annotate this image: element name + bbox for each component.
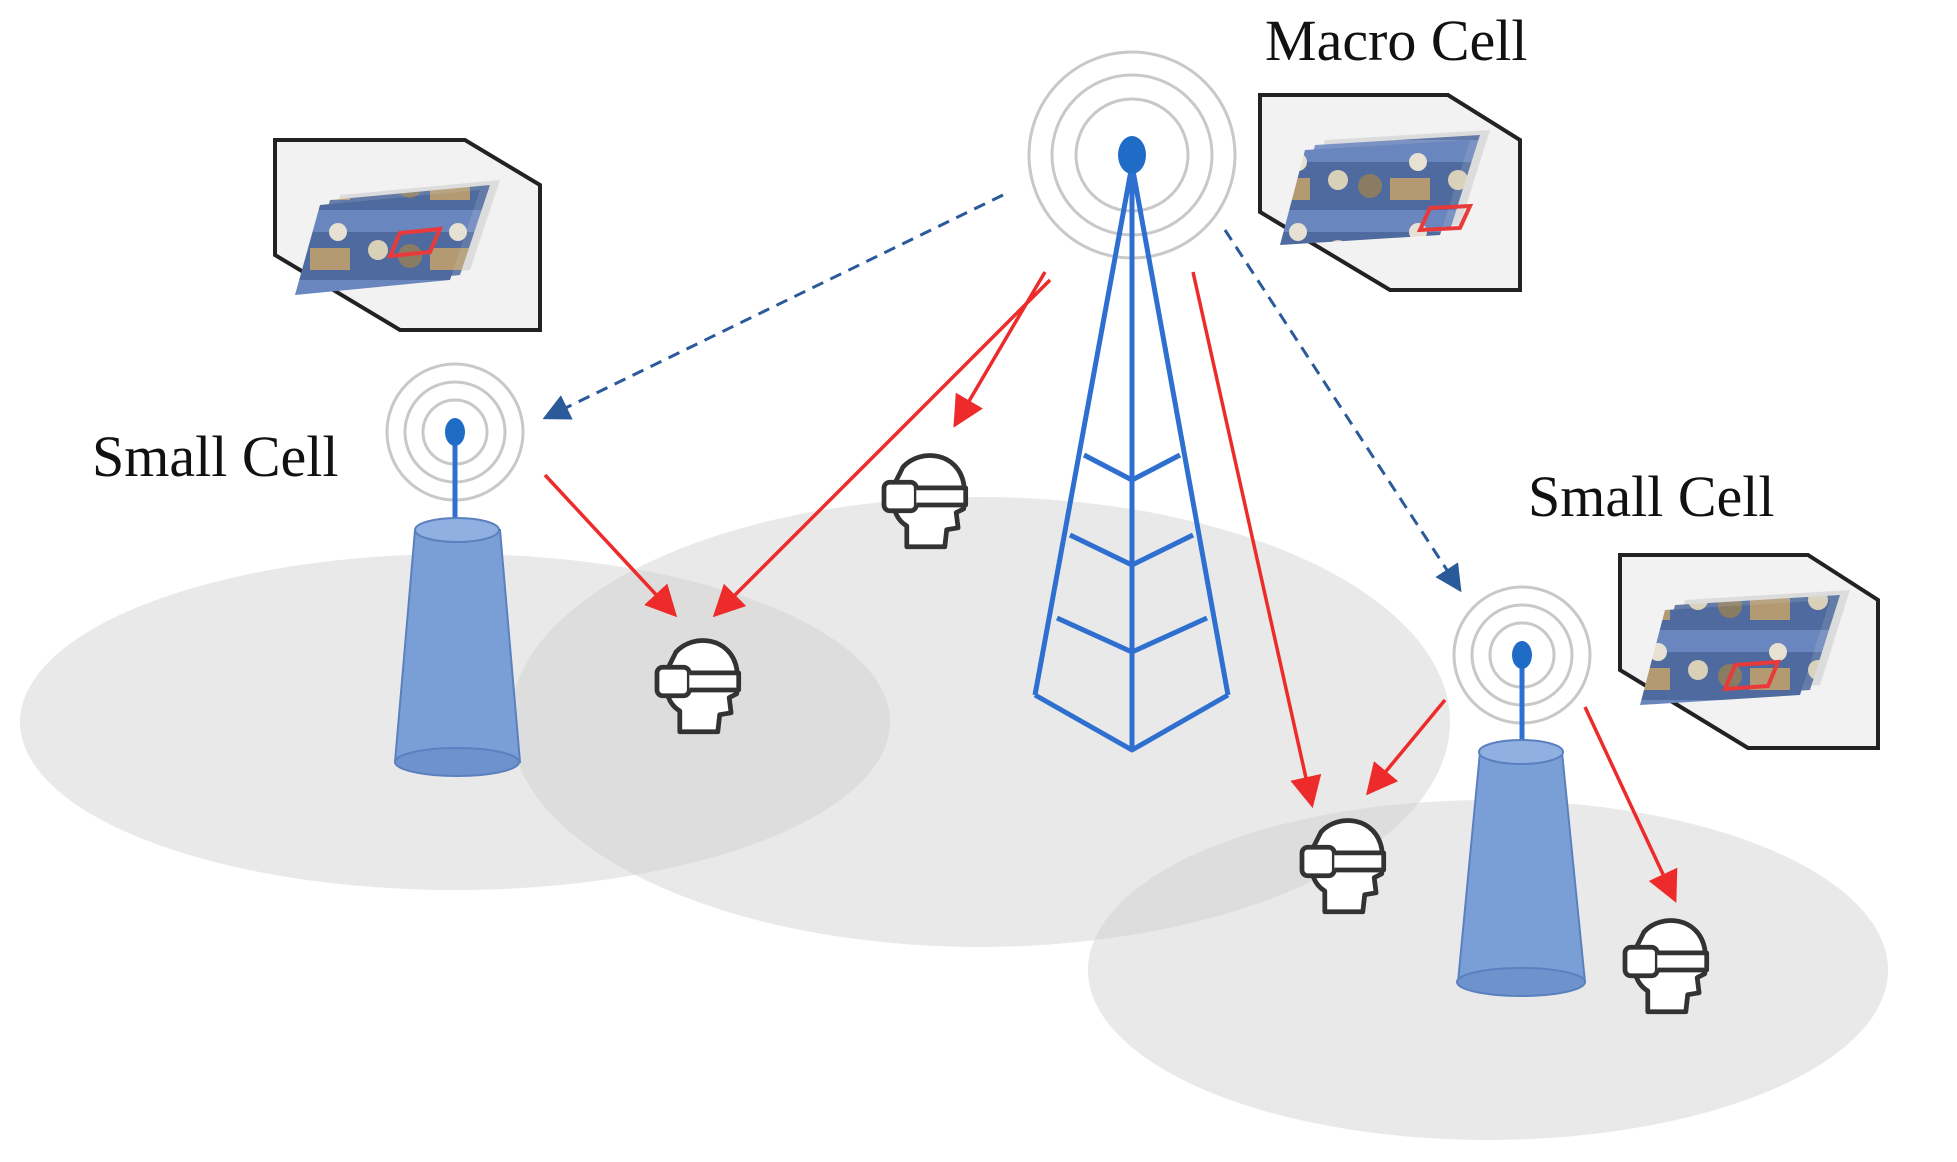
cache-box-left — [273, 138, 542, 332]
link-small-right-to-user-3 — [1365, 698, 1447, 796]
macro-cell-tower — [1027, 50, 1237, 753]
small-cell-left — [385, 362, 525, 777]
small-cell-left-label: Small Cell — [92, 424, 339, 489]
small-cell-right-label: Small Cell — [1528, 464, 1775, 529]
small-cell-right — [1452, 585, 1592, 997]
macro-cell-label: Macro Cell — [1265, 8, 1528, 73]
wireless-links — [543, 271, 1678, 903]
link-macro-to-user-3 — [1191, 271, 1322, 809]
link-macro-to-user-1 — [953, 271, 1047, 428]
link-small-right-to-user-4 — [1583, 706, 1678, 903]
coverage-areas — [20, 497, 1888, 1140]
backhaul-links — [542, 193, 1462, 593]
macro-antenna-dot — [1118, 136, 1146, 174]
cache-box-right — [1618, 553, 1880, 750]
link-small-left-to-user-2 — [543, 473, 678, 618]
backhaul-arrow-right — [1223, 229, 1462, 593]
cache-box-macro — [1258, 93, 1522, 292]
link-macro-to-user-2 — [712, 278, 1052, 618]
backhaul-arrow-left — [542, 193, 1004, 420]
